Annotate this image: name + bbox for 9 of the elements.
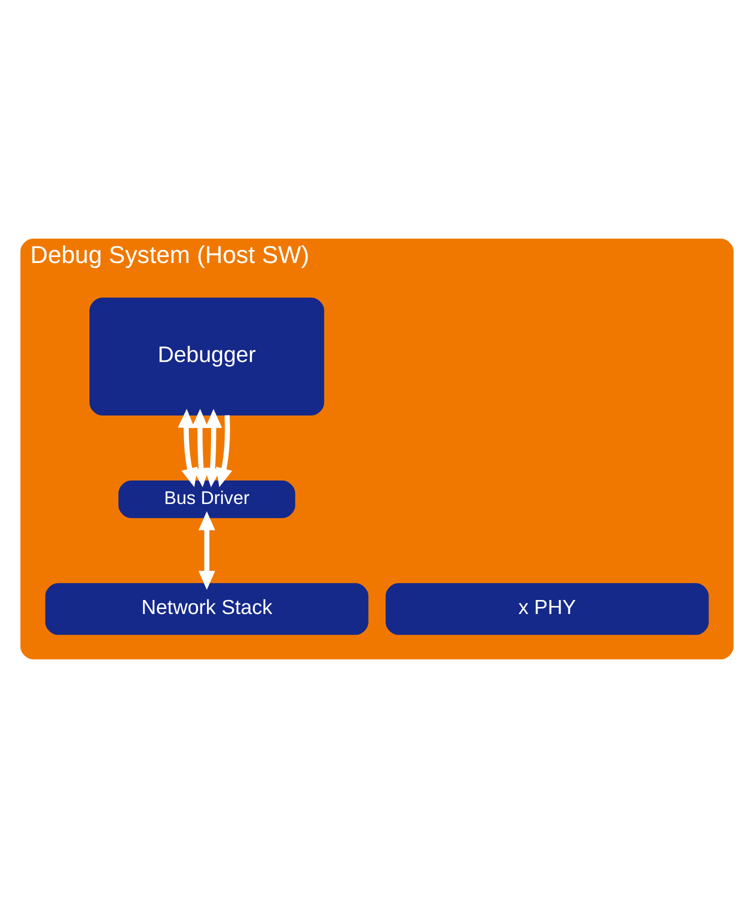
arrow <box>216 414 232 487</box>
node-box: Bus Driver <box>118 480 296 518</box>
arrow <box>204 408 222 487</box>
arrow <box>192 408 210 487</box>
node-box: Network Stack <box>45 582 368 634</box>
arrow <box>198 510 216 590</box>
arrow <box>178 408 198 487</box>
node-box: x PHY <box>386 582 709 634</box>
node-box: Debugger <box>89 297 324 415</box>
